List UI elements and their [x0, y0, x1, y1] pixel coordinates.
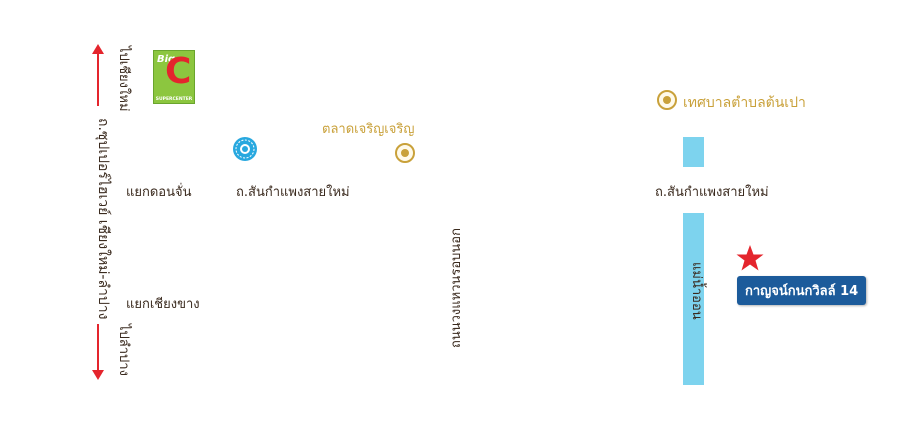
river-label: แม่น้ำออน: [689, 262, 704, 320]
arrow-down-icon: [92, 324, 104, 380]
road-sankamphaeng-right-label: ถ.สันกำแพงสายใหม่: [655, 185, 769, 200]
municipality-label: เทศบาลตำบลต้นเปา: [683, 95, 806, 111]
to-chiang-mai-label: ไปเชียงใหม่: [116, 46, 131, 112]
municipality-pin-icon: [657, 90, 677, 110]
star-icon: [736, 245, 764, 271]
temple-seal-icon: [233, 137, 257, 161]
highway-arrows: [92, 44, 104, 380]
destination-badge[interactable]: กาญจน์กนกวิลล์ 14: [737, 276, 867, 305]
superhighway-label: ถ.ซุปเปอร์ไฮเวย์ เชียงใหม่-ลำปาง: [95, 118, 111, 320]
road-sankamphaeng-left-label: ถ.สันกำแพงสายใหม่: [236, 185, 350, 200]
chiang-khang-junction-label: แยกเชียงขาง: [126, 297, 200, 312]
market-pin-icon: [395, 143, 415, 163]
ring-road-label: ถนนวงแหวนรอบนอก: [449, 228, 464, 349]
market-label: ตลาดเจริญเจริญ: [322, 122, 415, 137]
to-lampang-label: ไปลำปาง: [116, 324, 131, 376]
arrow-up-icon: [92, 44, 104, 106]
don-chan-junction-label: แยกดอนจั่น: [126, 185, 192, 200]
river-lower-segment: [683, 213, 704, 385]
river-upper-segment: [683, 137, 704, 167]
big-c-logo: Big C SUPERCENTER: [153, 50, 195, 104]
